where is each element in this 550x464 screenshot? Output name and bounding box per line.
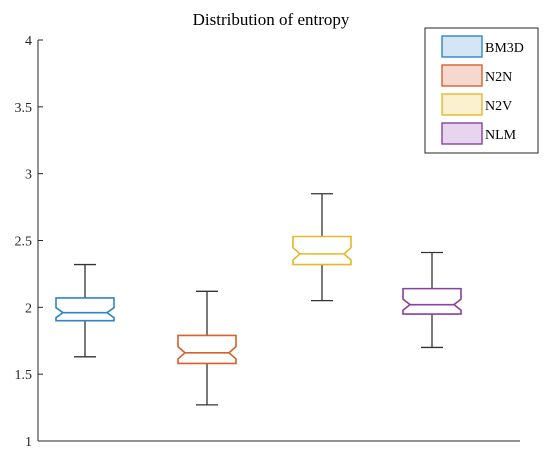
y-tick-label: 3 xyxy=(25,168,32,183)
legend-item-bm3d: BM3D xyxy=(441,35,524,58)
legend-swatch xyxy=(441,93,483,116)
y-tick-label: 2 xyxy=(25,301,32,316)
y-tick-label: 2.5 xyxy=(15,235,33,250)
y-tick-label: 1.5 xyxy=(15,368,33,383)
legend-item-n2v: N2V xyxy=(441,93,512,116)
legend-swatch xyxy=(441,64,483,87)
legend-item-n2n: N2N xyxy=(441,64,512,87)
legend-label: BM3D xyxy=(485,41,524,56)
y-tick-label: 3.5 xyxy=(15,101,33,116)
legend-item-nlm: NLM xyxy=(441,122,517,145)
axes: 1 1.5 2 2.5 3 3.5 4 xyxy=(15,34,520,450)
box-body xyxy=(402,287,462,315)
box-body xyxy=(292,235,352,266)
box-body xyxy=(55,297,115,322)
legend-label: N2N xyxy=(485,70,512,85)
legend-swatch xyxy=(441,122,483,145)
chart-title: Distribution of entropy xyxy=(193,10,350,29)
box-bm3d xyxy=(55,263,115,358)
box-body xyxy=(177,334,237,365)
box-nlm xyxy=(402,251,462,349)
legend-label: N2V xyxy=(485,99,512,114)
boxes xyxy=(55,193,462,406)
legend-label: NLM xyxy=(485,128,517,143)
y-tick-label: 1 xyxy=(25,435,32,450)
box-n2n xyxy=(177,290,237,406)
box-n2v xyxy=(292,193,352,302)
legend: BM3D N2N N2V NLM xyxy=(424,27,539,154)
legend-swatch xyxy=(441,35,483,58)
y-tick-label: 4 xyxy=(25,34,32,49)
